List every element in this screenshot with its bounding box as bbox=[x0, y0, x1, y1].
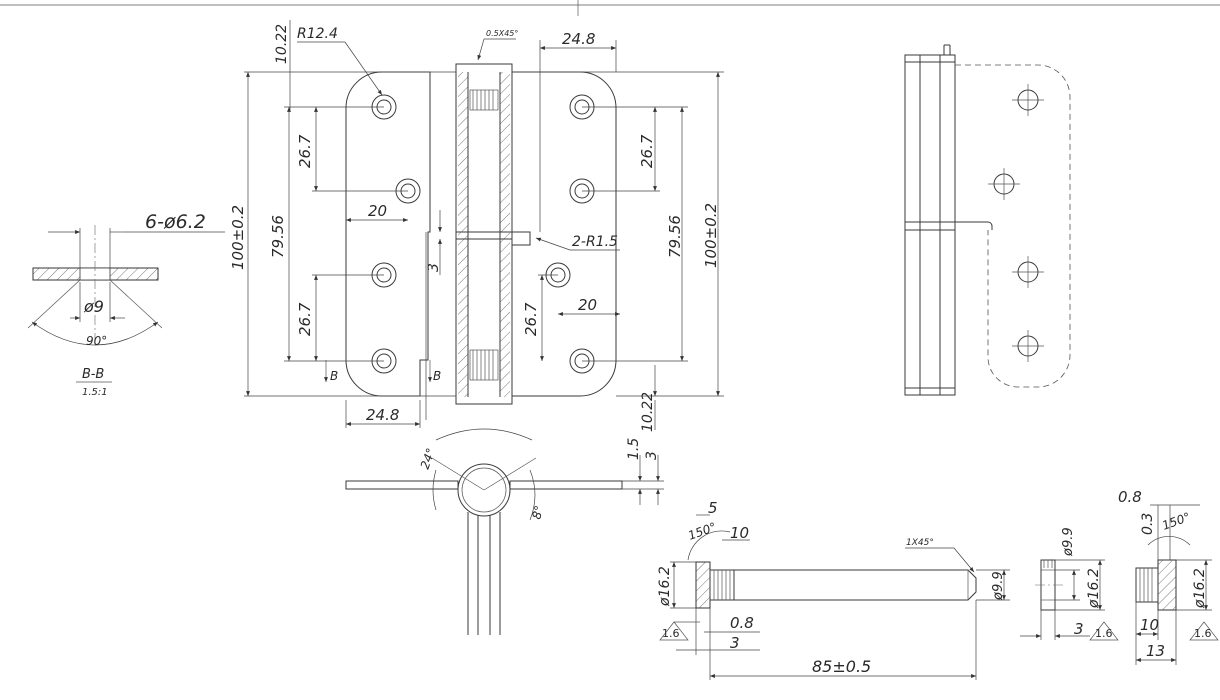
cap-view: 0.8 0.3 150° ø16.2 10 13 1.6 bbox=[1118, 488, 1219, 665]
cap-roughness: 1.6 bbox=[1194, 627, 1212, 640]
fillet-label: 2-R1.5 bbox=[572, 234, 618, 250]
offset-left-label: 20 bbox=[368, 202, 387, 220]
front-view: 10.22 R12.4 100±0.2 79.56 26.7 26.7 20 2… bbox=[229, 20, 724, 432]
pin-shoulder: 0.8 bbox=[730, 614, 754, 632]
thickness-1-label: 1.5 bbox=[626, 438, 642, 460]
width-top-label: 24.8 bbox=[562, 30, 595, 48]
hole-note-label: 6-ø6.2 bbox=[145, 211, 206, 233]
washer-inner-dia: ø9.9 bbox=[1061, 527, 1076, 557]
pin-head-dia: ø16.2 bbox=[657, 566, 673, 607]
cap-inner: 10 bbox=[1140, 616, 1159, 634]
washer-roughness: 1.6 bbox=[1095, 627, 1113, 640]
angle-24-label: 24° bbox=[418, 446, 438, 471]
section-mark-b2: B bbox=[433, 369, 441, 383]
span-left-label: 79.56 bbox=[269, 215, 287, 258]
bore-dia-label: ø9 bbox=[83, 297, 104, 316]
left-leaf-outline bbox=[345, 71, 431, 397]
top-view: 24° 8° 1.5 3 bbox=[345, 428, 664, 635]
thickness-2-label: 3 bbox=[644, 451, 660, 460]
height-right-label: 100±0.2 bbox=[702, 203, 720, 268]
pin-chamfer-angle: 150° bbox=[686, 520, 718, 543]
gap-label: 3 bbox=[426, 263, 442, 272]
section-bb-view: 6-ø6.2 ø9 90° B-B 1.5:1 bbox=[27, 211, 225, 398]
radius-label: R12.4 bbox=[297, 26, 338, 42]
pin-head-thick: 3 bbox=[730, 634, 740, 652]
top-offset-label: 10.22 bbox=[274, 24, 290, 64]
section-scale: 1.5:1 bbox=[82, 387, 108, 398]
bottom-offset-label: 10.22 bbox=[640, 392, 656, 432]
offset-right-label: 20 bbox=[578, 296, 597, 314]
section-mark-b1: B bbox=[330, 369, 338, 383]
chamfer-label: 0.5X45° bbox=[486, 29, 518, 38]
cap-angle: 150° bbox=[1160, 510, 1192, 533]
knurl-top bbox=[469, 89, 499, 111]
knuckle-hatch-left bbox=[458, 72, 468, 397]
knuckle-hatch-right bbox=[500, 72, 510, 397]
pin-end-chamfer: 1X45° bbox=[906, 538, 934, 548]
pitch-4-label: 26.7 bbox=[522, 302, 540, 336]
angle-8-label: 8° bbox=[529, 504, 546, 521]
span-right-label: 79.56 bbox=[666, 215, 684, 258]
cap-total: 13 bbox=[1146, 642, 1165, 660]
pin-roughness: 1.6 bbox=[662, 627, 680, 640]
pin-dia: ø9.9 bbox=[991, 571, 1006, 601]
cap-step: 0.3 bbox=[1140, 513, 1156, 535]
left-holes bbox=[371, 94, 421, 374]
side-view bbox=[904, 44, 1071, 396]
pitch-3-label: 26.7 bbox=[638, 134, 656, 168]
pin-length: 85±0.5 bbox=[812, 657, 871, 676]
section-title: B-B bbox=[82, 367, 104, 382]
width-bottom-label: 24.8 bbox=[366, 406, 399, 424]
angle-label: 90° bbox=[86, 334, 107, 348]
height-left-label: 100±0.2 bbox=[229, 205, 247, 270]
cap-top: 0.8 bbox=[1118, 488, 1142, 506]
knurl-bottom bbox=[469, 349, 499, 381]
washer-outer-dia: ø16.2 bbox=[1086, 568, 1102, 609]
washer-view: ø16.2 ø9.9 3 1.6 bbox=[1020, 527, 1119, 641]
pin-view: 150° 5 10 1X45° ø16.2 ø9.9 0.8 3 85±0.5 … bbox=[657, 499, 1010, 680]
pitch-1-label: 26.7 bbox=[296, 134, 314, 168]
washer-thickness: 3 bbox=[1074, 620, 1084, 638]
knuckle-outline bbox=[455, 63, 513, 405]
pitch-2-label: 26.7 bbox=[296, 302, 314, 336]
pin-collar: 10 bbox=[730, 524, 749, 542]
pin-head-width: 5 bbox=[708, 499, 718, 517]
cap-dia: ø16.2 bbox=[1192, 568, 1208, 609]
